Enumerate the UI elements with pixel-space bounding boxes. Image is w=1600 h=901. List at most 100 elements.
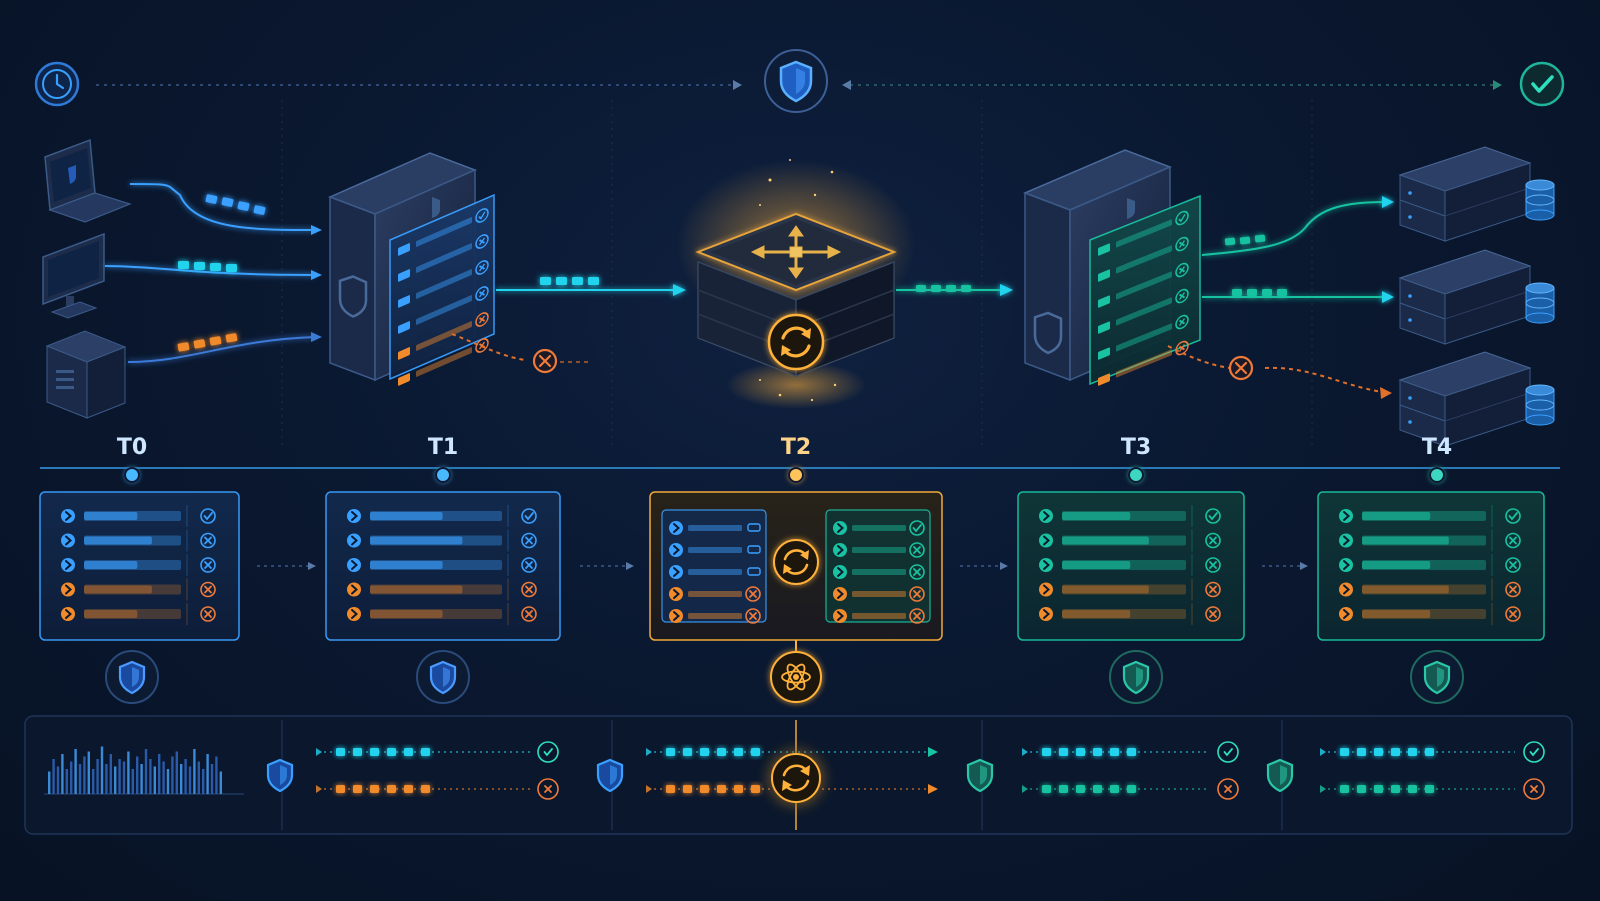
histogram-bar <box>83 756 86 794</box>
arrow-badge-icon <box>1339 607 1353 621</box>
histogram-bar <box>202 769 205 794</box>
source-laptop <box>44 138 132 223</box>
timeline-stage: T0 <box>39 435 316 704</box>
x-circle-icon <box>1505 606 1521 622</box>
arrow-badge-icon <box>1039 607 1053 621</box>
stage-marker <box>788 467 804 483</box>
arrow-badge-icon <box>1339 582 1353 597</box>
arrow-badge-icon <box>1039 509 1053 523</box>
rule-row <box>398 286 489 334</box>
histogram-bar <box>210 764 214 794</box>
router-to-egress <box>896 284 1013 296</box>
shield-icon <box>118 660 146 695</box>
shield-icon <box>596 758 624 793</box>
check-icon <box>1205 508 1221 524</box>
check-icon <box>521 508 537 524</box>
histogram-bar <box>166 769 170 794</box>
histogram-bar <box>197 761 200 794</box>
histogram-bar <box>56 766 60 794</box>
x-circle-icon <box>1205 557 1221 573</box>
strip-segments <box>266 720 1545 830</box>
rule-row <box>1098 262 1189 308</box>
stage-card <box>325 491 561 641</box>
x-circle-icon <box>521 532 537 549</box>
shield-icon <box>966 758 994 793</box>
shield-icon <box>1266 758 1294 793</box>
x-circle-icon <box>909 608 925 624</box>
histogram-bar <box>87 751 90 794</box>
histogram-bar <box>61 754 64 794</box>
clock-icon <box>34 61 80 107</box>
arrow-badge-icon <box>347 582 361 597</box>
database-icon <box>1525 282 1555 324</box>
histogram-bar <box>158 754 161 794</box>
arrow-badge-icon <box>61 509 75 523</box>
arrow-badge-icon <box>347 533 361 548</box>
egress-rule-rows <box>1098 210 1189 386</box>
histogram-bar <box>162 761 165 794</box>
stage-label: T2 <box>781 435 811 460</box>
histogram-bar <box>65 769 68 794</box>
x-circle-icon <box>521 581 537 598</box>
source-packets <box>177 194 266 352</box>
arrow-badge-icon <box>669 609 683 623</box>
x-circle-icon <box>1523 778 1545 800</box>
histogram-bar <box>105 764 108 794</box>
x-circle-icon <box>1505 581 1521 598</box>
ingress-reject-branch <box>451 333 590 374</box>
histogram-bar <box>114 766 117 794</box>
rule-row <box>398 260 489 308</box>
x-circle-icon <box>537 778 559 800</box>
histogram-bar <box>70 761 73 794</box>
ingress-rule-panel <box>389 193 495 381</box>
histogram-bar <box>184 759 187 794</box>
arrow-badge-icon <box>1339 533 1353 548</box>
sync-icon <box>773 539 819 585</box>
arrow-badge-icon <box>347 558 361 572</box>
arrow-badge-icon <box>1039 533 1053 548</box>
source-arrowheads <box>311 225 322 342</box>
histogram-bar <box>122 761 126 794</box>
x-circle-icon <box>1205 606 1221 622</box>
rule-row <box>1098 314 1189 360</box>
arrow-badge-icon <box>61 607 75 621</box>
database-icon <box>1525 179 1555 221</box>
x-circle-icon <box>909 542 925 558</box>
x-circle-icon <box>1205 532 1221 549</box>
histogram-bar <box>175 751 178 794</box>
arrow-badge-icon <box>669 565 683 579</box>
arrow-badge-icon <box>833 521 847 535</box>
arrow-badge-icon <box>1339 509 1353 523</box>
check-icon <box>1505 508 1521 524</box>
histogram-bar <box>206 754 209 794</box>
histogram-bar <box>193 749 196 794</box>
arrow-badge-icon <box>61 558 75 572</box>
stage-card <box>649 491 943 641</box>
storage-nodes <box>1398 146 1555 447</box>
top-flow-line <box>96 80 1502 90</box>
histogram-bar <box>144 749 148 794</box>
arrow-badge-icon <box>61 582 75 597</box>
stage-shield-badge <box>1410 650 1464 704</box>
egress-reject-branch <box>1167 345 1392 399</box>
arrow-badge-icon <box>1039 582 1053 597</box>
histogram-bar <box>109 754 112 794</box>
stage-transition-arrow <box>960 562 1008 570</box>
ingress-rule-rows <box>398 208 489 386</box>
stage-marker <box>1429 467 1445 483</box>
rule-row <box>398 312 489 360</box>
stage-label: T4 <box>1422 435 1452 460</box>
sync-icon <box>767 313 825 371</box>
histogram-bar <box>215 756 218 794</box>
shield-icon <box>429 660 457 695</box>
stage-card <box>39 491 240 641</box>
arrow-badge-icon <box>1039 558 1053 572</box>
check-icon <box>1519 61 1565 107</box>
stage-label: T1 <box>428 435 458 460</box>
x-circle-icon <box>200 606 216 622</box>
sync-icon <box>771 753 821 803</box>
egress-to-storage <box>1201 196 1394 303</box>
arrow-badge-icon <box>669 521 683 535</box>
